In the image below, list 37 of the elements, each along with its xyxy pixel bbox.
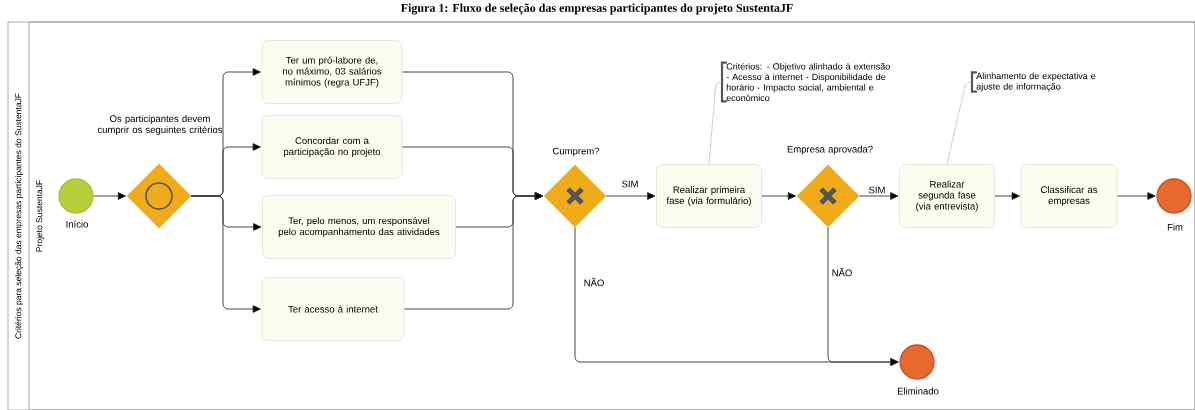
gateway-diamond bbox=[796, 164, 860, 228]
arrow bbox=[858, 192, 899, 200]
node-caption: Eliminado bbox=[897, 387, 939, 395]
annotation: Alinhamento de expectativa e ajuste de informação bbox=[970, 71, 1096, 93]
leader-line bbox=[946, 81, 973, 165]
annotation: Critérios: - Objetivo alinhado à extensão - Acesso à internet - Disponibilidade de horário - Impacto social, ambiental e econômico bbox=[720, 61, 890, 103]
task-box: Realizar primeira fase (via formulário) bbox=[656, 164, 762, 228]
edge-label: NÃO bbox=[582, 276, 606, 288]
arrow bbox=[827, 226, 899, 366]
task-box: Concordar com a participação no projeto bbox=[261, 115, 403, 179]
gateway-diamond bbox=[543, 164, 607, 228]
edge-label: SIM bbox=[620, 179, 640, 189]
event-circle bbox=[1156, 178, 1192, 214]
arrow bbox=[761, 192, 797, 200]
title: Figura 1: Fluxo de seleção das empresas participantes do projeto SustentaJF bbox=[400, 3, 793, 15]
node-caption: Os participantes devem cumprir os seguintes critérios bbox=[97, 115, 223, 135]
node-caption: Fim bbox=[1167, 223, 1183, 231]
task-box: Ter, pelo menos, um responsável pelo acompanhamento das atividades bbox=[262, 195, 456, 259]
event-circle bbox=[58, 178, 94, 214]
leader-line bbox=[708, 81, 723, 165]
task-box: Ter acesso à internet bbox=[261, 277, 405, 341]
event-circle bbox=[899, 344, 935, 380]
edge-label: SIM bbox=[867, 185, 887, 195]
node-caption: Início bbox=[66, 220, 88, 228]
task-box: Ter um pró-labore de, no máximo, 03 salários mínimos (regra UFJF) bbox=[261, 40, 403, 104]
gateway-diamond bbox=[126, 163, 192, 229]
arrow bbox=[994, 192, 1020, 200]
task-box: Classificar as empresas bbox=[1020, 164, 1118, 228]
node-caption: Empresa aprovada? bbox=[787, 145, 873, 155]
edge-label: NÃO bbox=[830, 266, 854, 278]
arrow bbox=[190, 195, 261, 313]
node-caption: Cumprem? bbox=[553, 147, 600, 157]
arrow bbox=[93, 192, 127, 200]
arrow bbox=[1116, 192, 1156, 200]
arrow bbox=[403, 192, 544, 310]
arrow bbox=[605, 192, 656, 200]
task-box: Realizar segunda fase (via entrevista) bbox=[899, 164, 995, 228]
